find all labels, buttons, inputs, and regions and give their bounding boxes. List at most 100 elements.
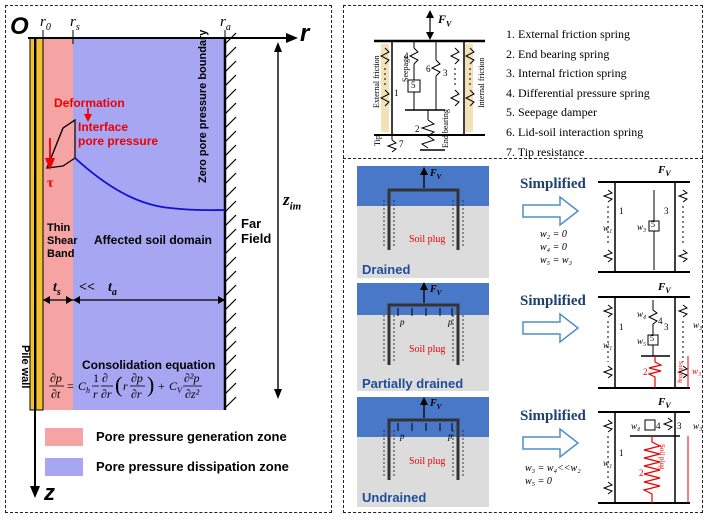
svg-text:h: h [86, 386, 90, 395]
simplified-label: Simplified [520, 293, 586, 309]
svg-text:C: C [169, 379, 178, 393]
model-num-2: 2 [415, 124, 420, 134]
soil-plug-side-label: Soil plug [658, 444, 666, 470]
case-label-drained: Drained [362, 262, 411, 277]
pile-hatches [383, 200, 464, 478]
num-4-label: 4 [656, 421, 661, 431]
svg-text:∂r: ∂r [101, 387, 112, 401]
soil-plug-label: Soil plug [409, 344, 446, 355]
right-panel [343, 5, 703, 513]
case-label-undrained: Undrained [362, 490, 427, 505]
pressure-p-label: p [448, 317, 453, 327]
svg-text:∂z²: ∂z² [185, 387, 200, 401]
legend-generation-label: Pore pressure generation zone [96, 429, 287, 444]
pressure-p-label: p [400, 317, 405, 327]
interface-label: Interface [78, 120, 129, 134]
origin-label: O [10, 13, 29, 40]
fv-label-case: FV [430, 398, 442, 411]
r0-label: r0 [40, 14, 51, 33]
far-field-hatch [224, 32, 237, 409]
ta-label: ta [108, 280, 117, 298]
num-1-label: 1 [619, 206, 624, 216]
fv-label: FV [658, 281, 671, 296]
soil-plug-label: Soil plug [409, 456, 446, 467]
legend-item: 4. Differential pressure spring [506, 85, 650, 100]
w1-label: w₁ [603, 458, 613, 468]
left-panel [5, 5, 332, 513]
num-3-label: 3 [677, 421, 682, 431]
num-5-label: 5 [650, 334, 654, 343]
right-divider [343, 158, 703, 159]
num-3-label: 3 [664, 206, 669, 216]
z-axis-label: z [44, 480, 55, 505]
legend-dissipation-label: Pore pressure dissipation zone [96, 459, 289, 474]
drained-equations: w₂ = 0 w₄ = 0 w₅ = w₃ [540, 228, 572, 267]
model-num-4: 4 [404, 51, 409, 61]
deformation-label: Deformation [54, 96, 125, 110]
svg-text:=: = [67, 379, 74, 393]
num-2-label: 2 [639, 468, 644, 478]
svg-text:∂r: ∂r [131, 387, 142, 401]
num-1-label: 1 [619, 448, 624, 458]
legend-item: 7. Tip resistance [506, 144, 585, 159]
w5-label: w₅ [637, 336, 647, 346]
fv-label: FV [658, 396, 671, 411]
rs-label: rs [70, 14, 80, 33]
svg-text:V: V [177, 386, 183, 395]
legend-generation-swatch [45, 428, 83, 446]
simplified-label: Simplified [520, 176, 586, 192]
equation: w₄ = 0 [540, 242, 567, 253]
spring-legend-list: 1. External friction spring 2. End beari… [506, 25, 650, 162]
svg-text:): ) [147, 372, 154, 397]
svg-text:∂p: ∂p [50, 371, 62, 385]
pressure-p-label: p [400, 431, 405, 441]
model-num-5: 5 [411, 80, 416, 90]
tau-label: τ [47, 176, 54, 191]
w3-label: w₃ [693, 320, 703, 330]
zim-label: zim [283, 190, 302, 213]
soil-plug-label: Soil plug [409, 234, 446, 245]
legend-item: 2. End bearing spring [506, 46, 610, 61]
legend-item: 3. Internal friction spring [506, 66, 627, 81]
soil-plug-side-label: Soil plug [677, 361, 683, 383]
w3-red-label: w₃ [692, 366, 702, 376]
thin-label: Thin [47, 222, 71, 234]
pressure-p-label: p [448, 431, 453, 441]
far-label: Far [241, 216, 262, 231]
fv-label-case: FV [430, 284, 442, 297]
pore-pressure-label: pore pressure [78, 134, 159, 148]
w1-label: w₁ [603, 223, 613, 233]
model-num-6: 6 [426, 64, 431, 74]
generation-zone [43, 38, 73, 410]
svg-text:C: C [78, 379, 87, 393]
equation: w₃ = w₄<<w₂ [525, 463, 581, 474]
r-axis-label: r [300, 20, 310, 47]
num-1-label: 1 [619, 322, 624, 332]
svg-text:∂²p: ∂²p [184, 371, 200, 385]
svg-text:∂t: ∂t [51, 387, 61, 401]
num-2-label: 2 [643, 367, 648, 377]
model-num-7: 7 [399, 139, 404, 149]
much-less-label: << [79, 280, 95, 295]
ra-label: ra [220, 14, 231, 33]
svg-text:1: 1 [93, 371, 99, 385]
fv-label-model: FV [438, 12, 452, 29]
simplified-label: Simplified [520, 408, 586, 424]
legend-item: 5. Seepage damper [506, 105, 597, 120]
undrained-equations: w₃ = w₄<<w₂ w₅ = 0 [525, 462, 581, 488]
legend-item: 6. Lid-soil interaction spring [506, 124, 644, 139]
field-label: Field [241, 231, 272, 246]
w4-label: w₄ [637, 309, 647, 319]
fv-label-case: FV [430, 168, 442, 181]
shear-label: Shear [47, 235, 78, 247]
case-partial-image [357, 283, 489, 391]
equation: w₅ = 0 [525, 476, 552, 487]
num-4-label: 4 [658, 316, 663, 326]
svg-text:+: + [158, 379, 165, 393]
equation: w₅ = w₃ [540, 255, 573, 266]
svg-text:∂p: ∂p [131, 371, 143, 385]
case-label-partially-drained: Partially drained [362, 376, 464, 391]
